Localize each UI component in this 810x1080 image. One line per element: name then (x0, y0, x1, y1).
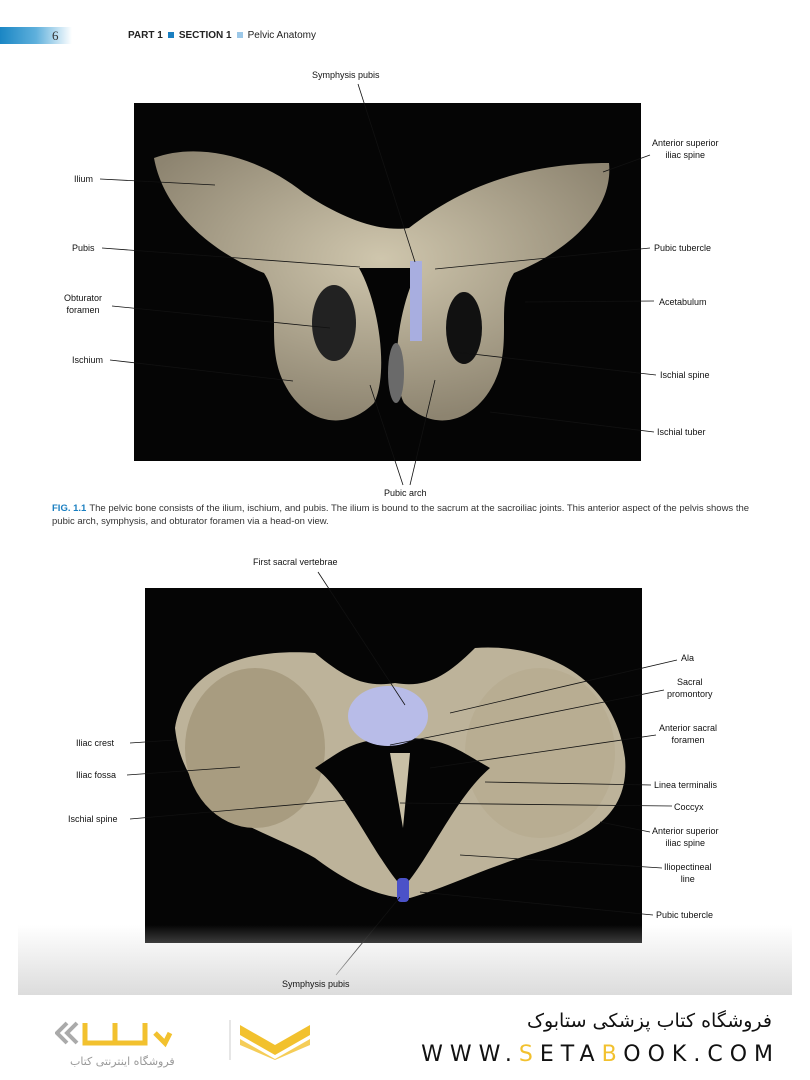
label-line: Anterior superior (652, 826, 719, 836)
label-ischial-spine-2: Ischial spine (68, 814, 118, 824)
pelvis-superior-illustration (175, 647, 626, 902)
figure-2-image (145, 588, 642, 943)
label-line: line (680, 874, 695, 884)
label-line: iliac spine (665, 150, 706, 160)
square-icon (236, 31, 243, 38)
label-anterior-superior-iliac-spine: Anterior superior iliac spine (652, 137, 719, 161)
store-name: فروشگاه کتاب پزشکی ستابوک (526, 1010, 772, 1032)
url-part: ETA (539, 1042, 602, 1067)
label-anterior-sacral-foramen: Anterior sacral foramen (659, 722, 717, 746)
label-line: iliac spine (665, 838, 706, 848)
label-iliopectineal-line: Iliopectineal line (664, 861, 712, 885)
label-pubic-tubercle-2: Pubic tubercle (656, 910, 714, 920)
label-ilium: Ilium (74, 174, 94, 184)
label-symphysis-pubis-2: Symphysis pubis (282, 979, 350, 989)
label-anterior-superior-iliac-spine-2: Anterior superior iliac spine (652, 825, 719, 849)
label-symphysis-pubis: Symphysis pubis (312, 70, 380, 80)
label-line: Iliopectineal (664, 862, 712, 872)
logo-tagline: فروشگاه اینترنتی کتاب (70, 1055, 175, 1068)
label-ischial-spine: Ischial spine (660, 370, 710, 380)
label-iliac-crest: Iliac crest (76, 738, 115, 748)
bottom-fade (18, 925, 792, 995)
url-part: S (518, 1042, 540, 1067)
label-linea-terminalis: Linea terminalis (654, 780, 718, 790)
figure-1-image (134, 103, 641, 461)
part-label: PART 1 (128, 30, 163, 41)
label-line: promontory (667, 689, 713, 699)
label-pubic-tubercle: Pubic tubercle (654, 243, 712, 253)
label-line: foramen (66, 305, 100, 315)
store-url: WWW.SETABOOK.COM (421, 1042, 780, 1067)
setabook-logo (55, 1020, 310, 1060)
square-icon (167, 31, 174, 38)
pelvis-anterior-illustration (154, 151, 610, 421)
label-pubic-arch: Pubic arch (384, 488, 427, 498)
label-line: foramen (671, 735, 705, 745)
label-iliac-fossa: Iliac fossa (76, 770, 117, 780)
url-part: WWW. (421, 1042, 519, 1067)
url-part: B (601, 1042, 624, 1067)
footer-banner (0, 995, 810, 1080)
page-number: 6 (52, 28, 59, 43)
chapter-title: Pelvic Anatomy (247, 30, 316, 41)
label-ischial-tuber: Ischial tuber (657, 427, 706, 437)
label-coccyx: Coccyx (674, 802, 704, 812)
header-accent-bar (0, 27, 72, 44)
section-label: SECTION 1 (178, 30, 232, 41)
label-pubis: Pubis (72, 243, 95, 253)
url-part: OOK.COM (623, 1042, 780, 1067)
label-sacral-promontory: Sacral promontory (667, 676, 713, 700)
running-header: PART 1 SECTION 1 Pelvic Anatomy (128, 30, 316, 41)
label-ischium: Ischium (72, 355, 104, 365)
label-obturator-foramen: Obturator foramen (64, 292, 102, 316)
label-ala: Ala (681, 653, 695, 663)
label-line: Obturator (64, 293, 103, 303)
label-line: Anterior superior (652, 138, 719, 148)
caption-label: FIG. 1.1 (52, 503, 87, 514)
label-acetabulum: Acetabulum (659, 297, 707, 307)
label-line: Anterior sacral (659, 723, 718, 733)
label-line: Sacral (677, 677, 703, 687)
caption-text: The pelvic bone consists of the ilium, i… (52, 503, 750, 527)
label-first-sacral-vertebrae: First sacral vertebrae (253, 557, 338, 567)
